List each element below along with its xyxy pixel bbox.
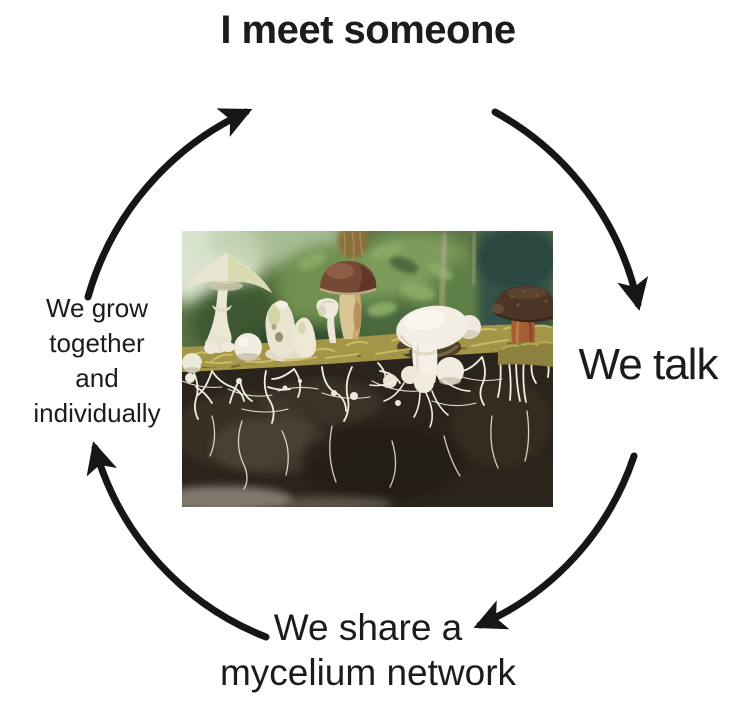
arrow-bottom-to-left (86, 441, 270, 641)
label-top-i-meet-someone: I meet someone (220, 8, 516, 52)
champignon-mushroom-group (369, 305, 481, 428)
left-label-line-4: individually (33, 398, 161, 428)
arrow-top-to-right (491, 108, 649, 311)
amanita-mushroom (187, 253, 272, 354)
bell-mushrooms (265, 300, 317, 362)
left-label-line-3: and (75, 363, 119, 393)
arrow-right-to-bottom (473, 452, 638, 630)
mycelium-network (182, 350, 550, 490)
dark-capped-mushroom (492, 285, 553, 367)
left-label-line-1: We grow (45, 293, 149, 323)
mycelium-nodules (185, 373, 401, 406)
bottom-label-line-1: We share a (273, 607, 463, 648)
soil-layer (182, 349, 553, 507)
label-bottom-mycelium-network: We share a mycelium network (0, 605, 736, 695)
label-right-we-talk: We talk (578, 340, 719, 389)
bent-small-mushroom (316, 298, 339, 343)
left-label-line-2: together (49, 328, 145, 358)
mushroom-diorama-photo (182, 231, 553, 507)
bolete-mushroom (319, 261, 377, 339)
arrow-left-to-top (84, 108, 253, 301)
bottom-label-line-2: mycelium network (219, 652, 517, 693)
moss-front-fringe (200, 339, 509, 368)
puffball-mushrooms (182, 333, 262, 373)
hanging-moss (338, 231, 368, 263)
label-left-we-grow: We grow together and individually (17, 291, 177, 431)
